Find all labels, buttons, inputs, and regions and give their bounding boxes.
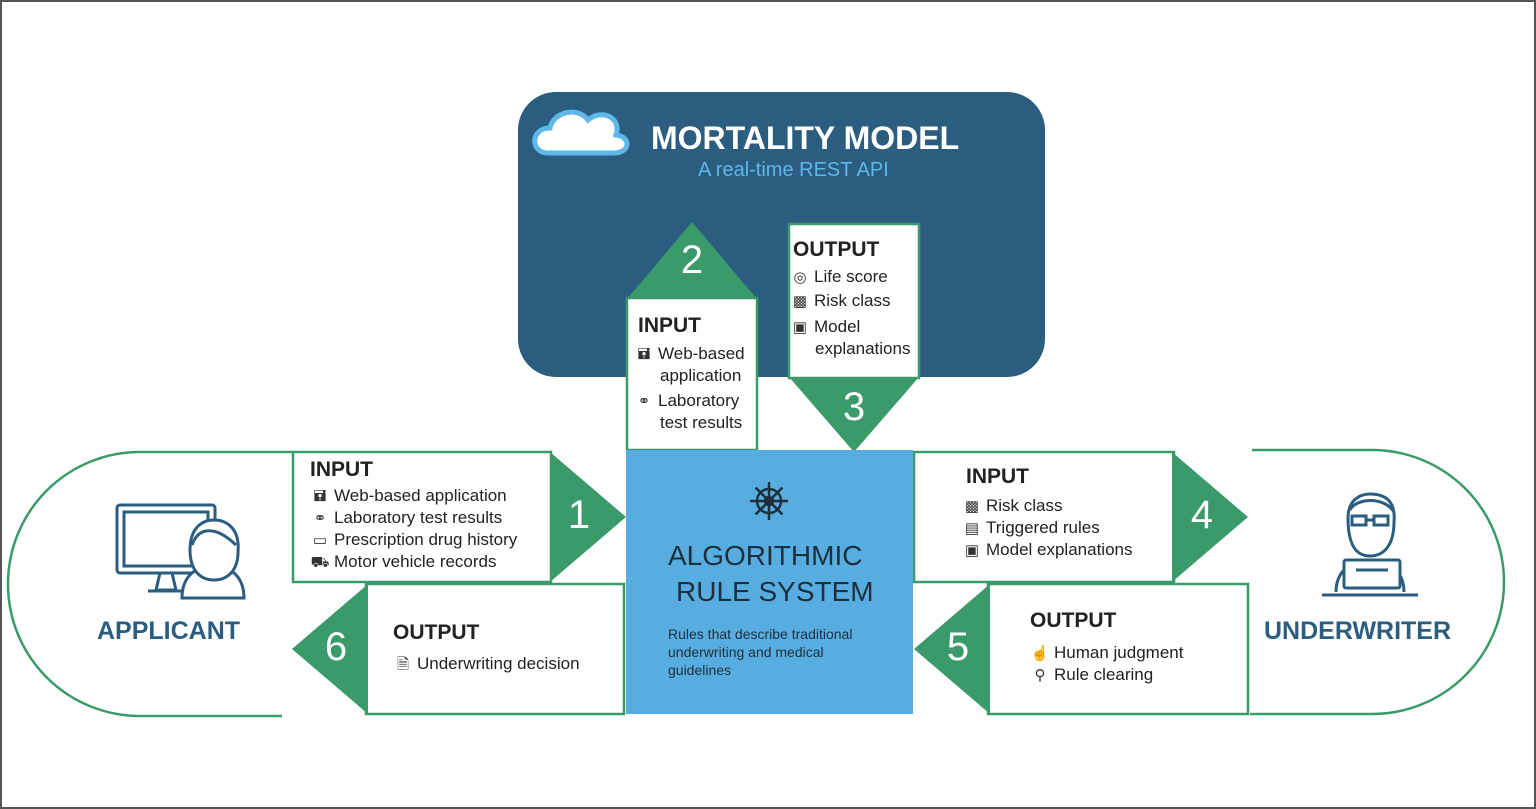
step5-arrow	[914, 584, 990, 714]
bar-chart-icon: ▩	[964, 498, 980, 515]
flask-icon: ⚭	[313, 510, 327, 527]
step6-arrow	[292, 584, 368, 714]
step-number-3: 3	[842, 385, 866, 429]
step3-heading: OUTPUT	[793, 238, 880, 261]
applicant-label: APPLICANT	[97, 617, 241, 645]
applicant-at-computer-icon	[115, 503, 246, 600]
computer-icon: 🖬	[313, 488, 327, 505]
step5-item: ⚲Rule clearing	[1030, 664, 1154, 687]
step4-heading: INPUT	[966, 465, 1029, 488]
step1-item: ⚭Laboratory test results	[310, 507, 503, 530]
step1-item: ▭Prescription drug history	[310, 529, 517, 552]
step3-box	[787, 222, 921, 380]
car-icon: ⛟	[310, 554, 330, 571]
cloud-icon	[532, 109, 630, 156]
applicant-outline	[6, 450, 292, 718]
flask-icon: ⚭	[637, 393, 651, 410]
underwriter-label: UNDERWRITER	[1264, 617, 1452, 645]
step3-item: ◎Life score	[790, 266, 887, 289]
step2-item-cont: test results	[660, 413, 743, 432]
center-title-line2: RULE SYSTEM	[676, 576, 874, 607]
step3-arrow	[789, 377, 919, 452]
center-description-line1: Rules that describe traditional	[668, 626, 853, 642]
mortality-model-title: MORTALITY MODEL	[651, 120, 960, 156]
step6-item: 🗎Underwriting decision	[393, 653, 580, 676]
step4-item: ▤Triggered rules	[962, 517, 1100, 540]
step6-heading: OUTPUT	[393, 621, 480, 644]
document-icon: 🗎	[396, 656, 410, 673]
step1-arrow	[550, 452, 626, 582]
code-window-icon: ▤	[964, 520, 980, 537]
underwriter-at-laptop-icon	[1322, 492, 1418, 597]
step-number-4: 4	[1190, 493, 1214, 537]
step5-item: ☝Human judgment	[1030, 642, 1184, 665]
mortality-model-subtitle: A real-time REST API	[698, 159, 889, 181]
dashboard-icon: ▣	[964, 542, 980, 559]
step2-box	[625, 296, 759, 452]
step2-arrow	[627, 222, 757, 299]
step-number-1: 1	[567, 493, 591, 537]
step5-heading: OUTPUT	[1030, 609, 1117, 632]
step2-item: 🖬Web-based	[634, 343, 745, 366]
step4-arrow	[1172, 452, 1248, 582]
center-description-line2: underwriting and medical	[668, 644, 824, 660]
step3-item-cont: explanations	[815, 339, 911, 358]
step2-item-cont: application	[660, 366, 742, 385]
step-number-2: 2	[680, 238, 704, 282]
step5-box	[986, 582, 1250, 716]
target-icon: ◎	[793, 269, 807, 286]
step3-item: ▣Model	[790, 316, 860, 339]
center-title-line1: ALGORITHMIC	[668, 540, 863, 571]
step2-heading: INPUT	[638, 314, 701, 337]
step1-heading: INPUT	[310, 458, 373, 481]
step1-item: 🖬Web-based application	[310, 485, 507, 508]
step3-item: ▩Risk class	[790, 290, 891, 313]
step2-item: ⚭Laboratory	[634, 390, 740, 413]
step4-item: ▣Model explanations	[962, 539, 1133, 562]
step4-box	[912, 450, 1176, 584]
touch-icon: ☝	[1030, 645, 1050, 662]
center-description-line3: guidelines	[668, 662, 732, 678]
dashboard-icon: ▣	[792, 319, 808, 336]
search-icon: ⚲	[1034, 667, 1046, 684]
underwriter-outline	[1250, 448, 1506, 716]
step-number-5: 5	[946, 625, 970, 669]
step1-item: ⛟Motor vehicle records	[310, 551, 497, 574]
computer-icon: 🖬	[637, 346, 651, 363]
step6-box	[364, 582, 626, 716]
bar-chart-icon: ▩	[792, 293, 808, 310]
pill-icon: ▭	[312, 532, 328, 549]
step4-item: ▩Risk class	[962, 495, 1063, 518]
ship-wheel-icon	[750, 482, 788, 520]
step-number-6: 6	[324, 625, 348, 669]
